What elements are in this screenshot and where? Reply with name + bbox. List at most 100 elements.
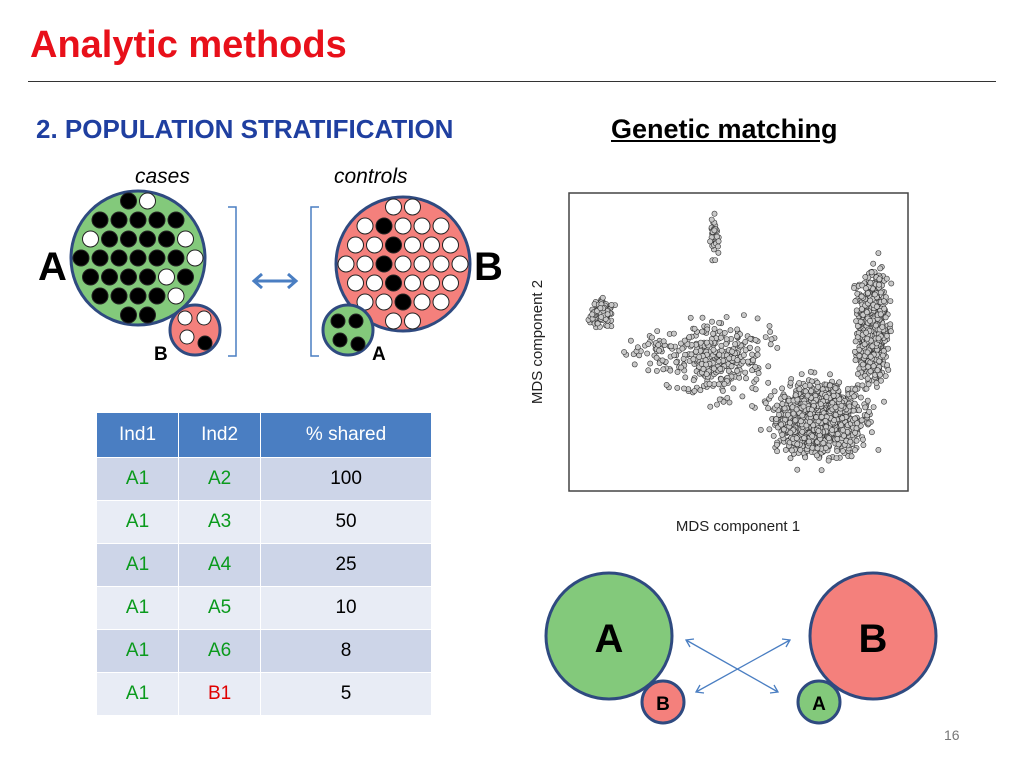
scatter-point	[721, 381, 728, 387]
scatter-point	[835, 441, 842, 448]
scatter-point	[699, 314, 706, 321]
scatter-point	[645, 367, 652, 374]
comparison-arrow-icon	[251, 272, 299, 290]
page-number: 16	[944, 727, 960, 743]
scatter-point	[781, 426, 787, 433]
scatter-point	[778, 421, 785, 428]
scatter-point	[729, 348, 735, 355]
scatter-point	[706, 380, 713, 387]
scatter-point	[817, 401, 824, 407]
individual-dot-white	[442, 236, 459, 254]
scatter-point	[781, 405, 788, 412]
individual-dot-white	[404, 236, 421, 254]
individual-dot-white	[366, 274, 383, 292]
scatter-point	[787, 429, 794, 436]
cases-bracket	[228, 206, 237, 357]
scatter-point	[734, 357, 741, 363]
scatter-point	[875, 335, 882, 342]
individual-dot-black	[91, 249, 109, 267]
individual-dot-white	[196, 310, 212, 326]
matching-a-small-label: A	[812, 694, 826, 715]
scatter-point	[827, 371, 833, 378]
individual-dot-white	[179, 329, 195, 345]
individual-dot-black	[110, 211, 128, 229]
scatter-point	[779, 431, 786, 438]
scatter-point	[721, 329, 728, 336]
scatter-point	[787, 379, 794, 386]
scatter-point	[852, 338, 859, 345]
cases-b-label: B	[154, 344, 168, 365]
individual-dot-black	[385, 274, 402, 292]
scatter-point	[865, 290, 871, 296]
table-cell: A1	[95, 672, 180, 716]
scatter-point	[715, 243, 721, 250]
individual-dot-white	[337, 255, 355, 273]
scatter-point	[885, 366, 892, 373]
scatter-point	[673, 359, 680, 366]
scatter-point	[856, 352, 863, 359]
scatter-point	[881, 298, 887, 305]
scatter-point	[725, 367, 732, 374]
scatter-point	[838, 402, 845, 409]
scatter-point	[720, 387, 726, 394]
individual-dot-white	[404, 198, 421, 216]
scatter-point	[877, 289, 884, 296]
scatter-point	[872, 291, 878, 298]
scatter-point	[594, 320, 601, 327]
scatter-point	[813, 414, 820, 421]
scatter-point	[808, 388, 815, 394]
scatter-point	[820, 440, 827, 446]
individual-dot-black	[330, 313, 346, 329]
scatter-point	[802, 383, 809, 389]
individual-dot-white	[347, 274, 364, 292]
scatter-point	[858, 417, 865, 424]
scatter-point	[715, 249, 722, 256]
individual-dot-black	[120, 268, 137, 286]
scatter-point	[682, 374, 689, 381]
scatter-point	[873, 380, 880, 386]
individual-dot-black	[350, 336, 366, 352]
scatter-point	[803, 422, 810, 429]
table-row: A1 A4 25	[95, 543, 432, 587]
scatter-point	[589, 311, 596, 318]
scatter-point	[765, 405, 771, 412]
section-heading: 2. POPULATION STRATIFICATION	[36, 114, 453, 145]
matching-a-big-circle	[544, 571, 674, 701]
scatter-point	[825, 435, 832, 442]
scatter-point	[873, 303, 880, 310]
scatter-point	[864, 309, 870, 316]
individual-dot-black	[385, 236, 402, 254]
scatter-point	[741, 352, 747, 358]
table-cell: B1	[178, 672, 262, 716]
individual-dot-white	[413, 255, 431, 273]
scatter-point	[714, 401, 720, 408]
scatter-point	[865, 420, 872, 427]
scatter-point	[794, 441, 801, 448]
individual-dot-black	[82, 268, 99, 286]
scatter-point	[810, 422, 817, 429]
matching-b-small-label: B	[656, 694, 670, 715]
scatter-point	[754, 351, 761, 358]
scatter-point	[883, 275, 890, 282]
individual-dot-white	[347, 236, 364, 254]
scatter-point	[712, 257, 719, 263]
individual-dot-white	[186, 249, 204, 267]
scatter-point	[631, 361, 638, 368]
table-cell: A6	[178, 629, 262, 673]
scatter-point	[796, 380, 802, 386]
individual-dot-black	[120, 306, 137, 324]
individual-dot-white	[375, 293, 393, 311]
table-header-ind2: Ind2	[178, 412, 262, 458]
scatter-point	[867, 317, 873, 324]
scatter-point	[707, 238, 713, 245]
individual-dot-white	[394, 255, 412, 273]
scatter-point	[734, 326, 741, 333]
scatter-point	[807, 368, 814, 375]
table-row: A1 B1 5	[95, 672, 432, 716]
scatter-point	[604, 322, 611, 329]
individual-dot-black	[375, 255, 393, 273]
scatter-point	[700, 366, 707, 372]
scatter-point	[686, 334, 693, 341]
scatter-point	[647, 360, 654, 367]
individual-dot-black	[148, 287, 166, 305]
